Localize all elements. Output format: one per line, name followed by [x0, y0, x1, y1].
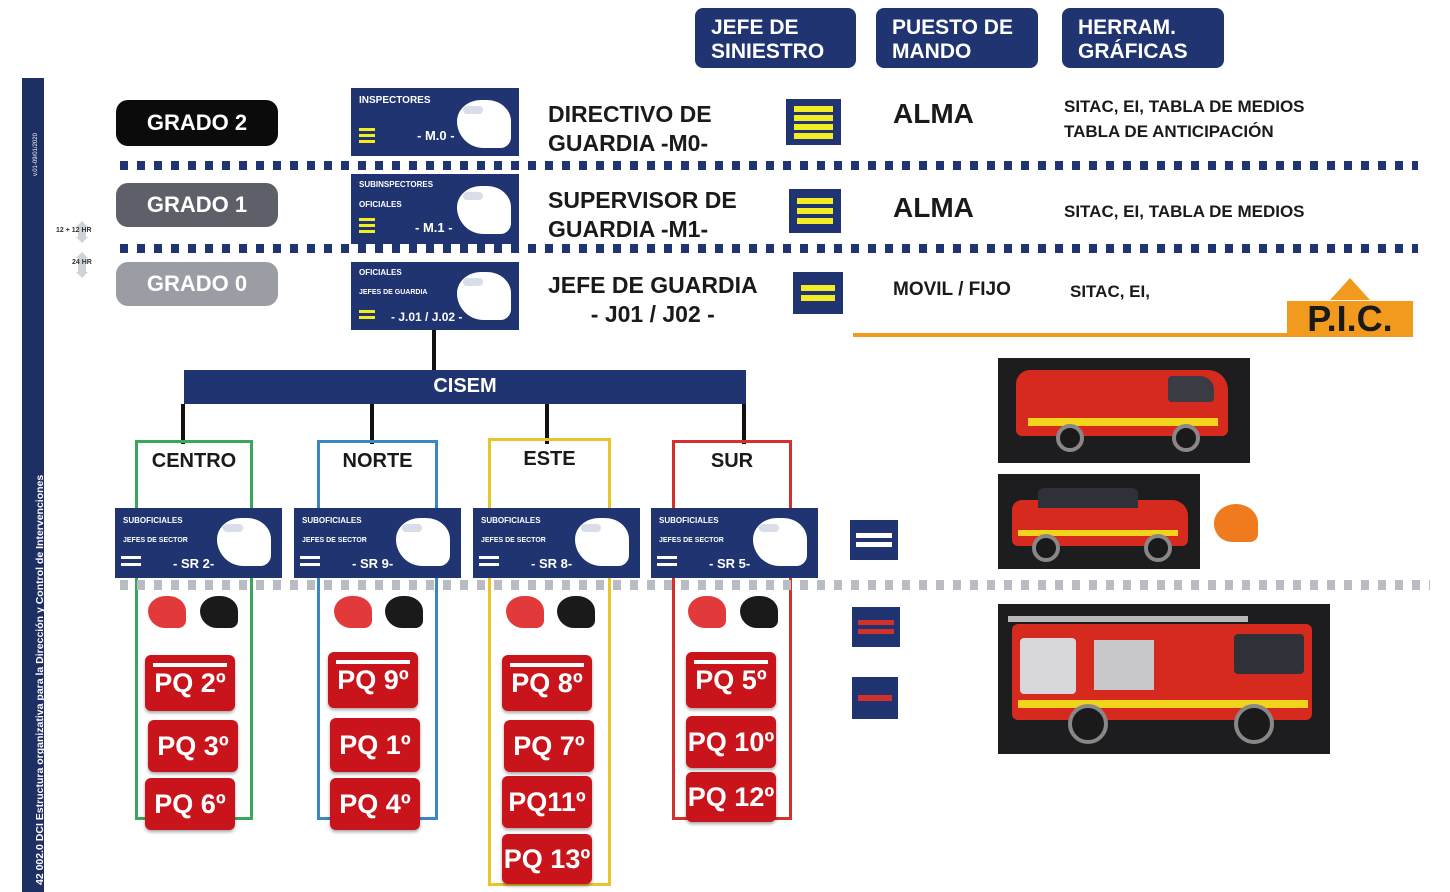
- pic-arrow-icon: [1330, 278, 1370, 300]
- tools-j: SITAC, EI,: [1070, 282, 1150, 301]
- separator-grado1-grado0: [120, 244, 1418, 253]
- grado-2-badge: GRADO 2: [116, 100, 278, 146]
- grado-1-badge: GRADO 1: [116, 183, 278, 227]
- cisem-bar: CISEM: [184, 370, 746, 404]
- header-herramientas: HERRAM.GRÁFICAS: [1062, 8, 1224, 68]
- park-pq-6: PQ 6º: [145, 778, 235, 830]
- puesto-mando-m0: ALMA: [893, 98, 974, 129]
- side-title-text: 42 002.0 DCI Estructura organizativa par…: [34, 474, 46, 885]
- sr-box-centro: SUBOFICIALES JEFES DE SECTOR - SR 2-: [115, 508, 282, 578]
- park-pq-9: PQ 9º: [328, 652, 418, 708]
- suv-image: [998, 474, 1200, 569]
- helmet-icon: [457, 100, 511, 148]
- sector-name-sur: SUR: [710, 450, 754, 472]
- puesto-mando-m1: ALMA: [893, 192, 974, 223]
- red-helmet-icon: [334, 596, 372, 628]
- rank-insignia-suboficial: [850, 520, 898, 560]
- side-version-text: v.01-09/01/2020: [33, 133, 39, 176]
- shift-label-12-12: 12 + 12 HR: [52, 221, 114, 243]
- black-helmet-icon: [385, 596, 423, 628]
- rank-insignia-sargento: [852, 607, 900, 647]
- park-pq-5: PQ 5º: [686, 652, 776, 708]
- rank-insignia-j: [793, 272, 843, 314]
- park-pq-8: PQ 8º: [502, 655, 592, 711]
- park-pq-11: PQ11º: [502, 776, 592, 828]
- sr-box-norte: SUBOFICIALES JEFES DE SECTOR - SR 9-: [294, 508, 461, 578]
- command-box-m1: SUBINSPECTORES OFICIALES - M.1 -: [351, 174, 519, 244]
- park-pq-12: PQ 12º: [686, 772, 776, 822]
- pic-badge: P.I.C.: [1287, 298, 1413, 339]
- role-jefe-guardia: JEFE DE GUARDIA- J01 / J02 -: [548, 272, 758, 327]
- grado-0-badge: GRADO 0: [116, 262, 278, 306]
- shift-label-24: 24 HR: [52, 252, 114, 278]
- sector-name-este: ESTE: [523, 448, 576, 470]
- command-box-m0: INSPECTORES - M.0 -: [351, 88, 519, 156]
- helmet-icon: [457, 272, 511, 320]
- park-pq-7: PQ 7º: [504, 720, 594, 772]
- sector-name-centro: CENTRO: [151, 450, 237, 472]
- tools-m1: SITAC, EI, TABLA DE MEDIOS: [1064, 202, 1305, 221]
- helmet-icon: [457, 186, 511, 234]
- sector-name-norte: NORTE: [342, 450, 413, 472]
- sr-box-sur: SUBOFICIALES JEFES DE SECTOR - SR 5-: [651, 508, 818, 578]
- command-van-image: [998, 358, 1250, 463]
- connector-sur: [742, 404, 746, 444]
- side-title-bar: [22, 78, 44, 892]
- fire-truck-image: [998, 604, 1330, 754]
- helmet-icon: [753, 518, 807, 566]
- sector-frame-este: [488, 438, 611, 886]
- rank-insignia-m0: [786, 99, 841, 145]
- connector-norte: [370, 404, 374, 444]
- command-box-j01-j02: OFICIALES JEFES DE GUARDIA - J.01 / J.02…: [351, 262, 519, 330]
- black-helmet-icon: [557, 596, 595, 628]
- pic-line: [853, 333, 1413, 337]
- park-pq-4: PQ 4º: [330, 778, 420, 830]
- red-helmet-icon: [688, 596, 726, 628]
- connector-este: [545, 404, 549, 444]
- black-helmet-icon: [200, 596, 238, 628]
- rank-insignia-m1: [789, 189, 841, 233]
- connector-j-cisem: [432, 330, 436, 370]
- puesto-mando-j: MOVIL / FIJO: [893, 279, 1011, 300]
- connector-centro: [181, 404, 185, 444]
- helmet-icon: [217, 518, 271, 566]
- park-pq-10: PQ 10º: [686, 716, 776, 768]
- red-helmet-icon: [148, 596, 186, 628]
- helmet-icon: [575, 518, 629, 566]
- separator-sectors-parks: [120, 580, 1430, 590]
- separator-grado2-grado1: [120, 161, 1418, 170]
- orange-helmet-icon: [1214, 504, 1258, 542]
- red-helmet-icon: [506, 596, 544, 628]
- sr-box-este: SUBOFICIALES JEFES DE SECTOR - SR 8-: [473, 508, 640, 578]
- rank-insignia-cabo: [852, 677, 898, 719]
- park-pq-2: PQ 2º: [145, 655, 235, 711]
- park-pq-1: PQ 1º: [330, 718, 420, 772]
- black-helmet-icon: [740, 596, 778, 628]
- park-pq-3: PQ 3º: [148, 720, 238, 772]
- park-pq-13: PQ 13º: [502, 834, 592, 884]
- helmet-icon: [396, 518, 450, 566]
